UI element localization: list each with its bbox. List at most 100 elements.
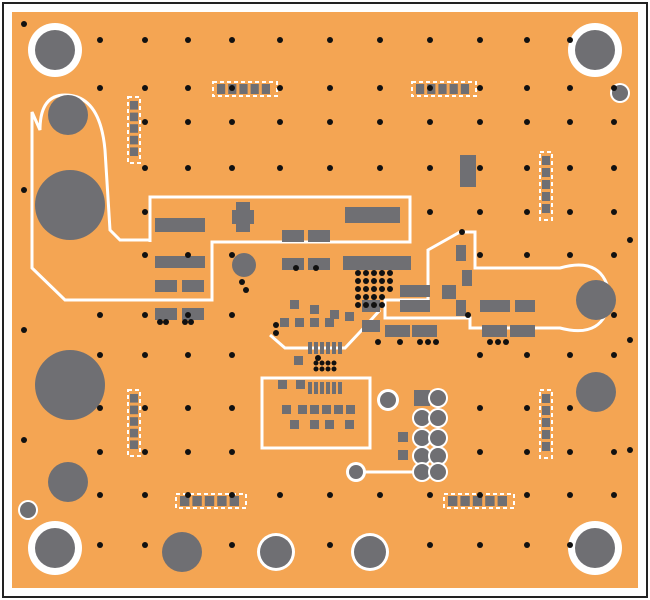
via <box>627 337 633 343</box>
via <box>377 37 383 43</box>
smd-pad <box>462 270 472 286</box>
via <box>21 437 27 443</box>
via <box>524 405 530 411</box>
via <box>355 270 361 276</box>
smd-pad <box>385 325 410 337</box>
smd-pad <box>325 318 334 327</box>
via <box>524 542 530 548</box>
smd-pad <box>290 420 299 429</box>
via <box>185 405 191 411</box>
via <box>331 366 337 372</box>
header-pin <box>414 464 430 480</box>
via <box>567 119 573 125</box>
via <box>142 165 148 171</box>
via <box>327 542 333 548</box>
component-footprint <box>411 81 477 97</box>
via <box>477 165 483 171</box>
inductor-pad <box>232 253 256 277</box>
via <box>315 355 321 361</box>
via <box>524 252 530 258</box>
smd-pad <box>438 84 447 94</box>
smd-pad <box>130 101 138 110</box>
via <box>319 366 325 372</box>
large-pad <box>35 170 105 240</box>
via <box>327 37 333 43</box>
via <box>229 252 235 258</box>
smd-pad <box>449 84 458 94</box>
smd-pad <box>294 356 303 365</box>
via <box>188 319 194 325</box>
via <box>465 312 471 318</box>
via <box>21 327 27 333</box>
via <box>319 360 325 366</box>
smd-pad <box>460 155 476 187</box>
via <box>142 542 148 548</box>
via <box>375 339 381 345</box>
via <box>142 119 148 125</box>
large-pad <box>48 95 88 135</box>
via <box>377 85 383 91</box>
pads <box>18 23 630 575</box>
via <box>567 492 573 498</box>
via <box>142 312 148 318</box>
smd-pad <box>130 440 138 449</box>
via <box>611 492 617 498</box>
via <box>379 294 385 300</box>
via <box>185 37 191 43</box>
through-hole-pad <box>349 465 363 479</box>
via <box>273 330 279 336</box>
via <box>142 492 148 498</box>
via <box>327 492 333 498</box>
component-footprint <box>539 151 553 221</box>
via <box>417 339 423 345</box>
via <box>371 286 377 292</box>
via <box>371 294 377 300</box>
via <box>611 85 617 91</box>
via <box>229 165 235 171</box>
header-pin <box>414 410 430 426</box>
smd-pad <box>180 496 190 506</box>
via <box>387 286 393 292</box>
smd-pad <box>155 308 177 320</box>
via <box>185 85 191 91</box>
smd-pad <box>400 300 430 312</box>
header-pin <box>430 410 446 426</box>
via <box>477 252 483 258</box>
via <box>611 252 617 258</box>
via <box>363 294 369 300</box>
smd-pad <box>229 496 239 506</box>
via <box>427 165 433 171</box>
smd-pad <box>280 318 289 327</box>
via <box>185 492 191 498</box>
smd-pad <box>456 245 466 261</box>
smd-pad <box>480 300 510 312</box>
via <box>379 278 385 284</box>
smd-pad <box>130 124 138 133</box>
via <box>427 542 433 548</box>
via <box>567 209 573 215</box>
via <box>611 209 617 215</box>
mounting-hole <box>575 528 615 568</box>
via <box>142 449 148 455</box>
via <box>97 449 103 455</box>
via <box>229 352 235 358</box>
via <box>325 366 331 372</box>
via <box>611 312 617 318</box>
smd-pad <box>345 420 354 429</box>
smd-pad <box>130 417 138 426</box>
ic-pin <box>326 382 330 394</box>
via <box>379 270 385 276</box>
via <box>477 449 483 455</box>
smd-pad <box>362 320 380 332</box>
via <box>325 360 331 366</box>
through-hole-pad <box>20 502 36 518</box>
via <box>524 492 530 498</box>
via <box>229 542 235 548</box>
smd-pad <box>204 496 215 506</box>
smd-pad <box>250 84 259 94</box>
via <box>142 405 148 411</box>
via <box>327 165 333 171</box>
via <box>243 287 249 293</box>
ic-pin <box>338 382 342 394</box>
smd-pad <box>398 450 408 460</box>
